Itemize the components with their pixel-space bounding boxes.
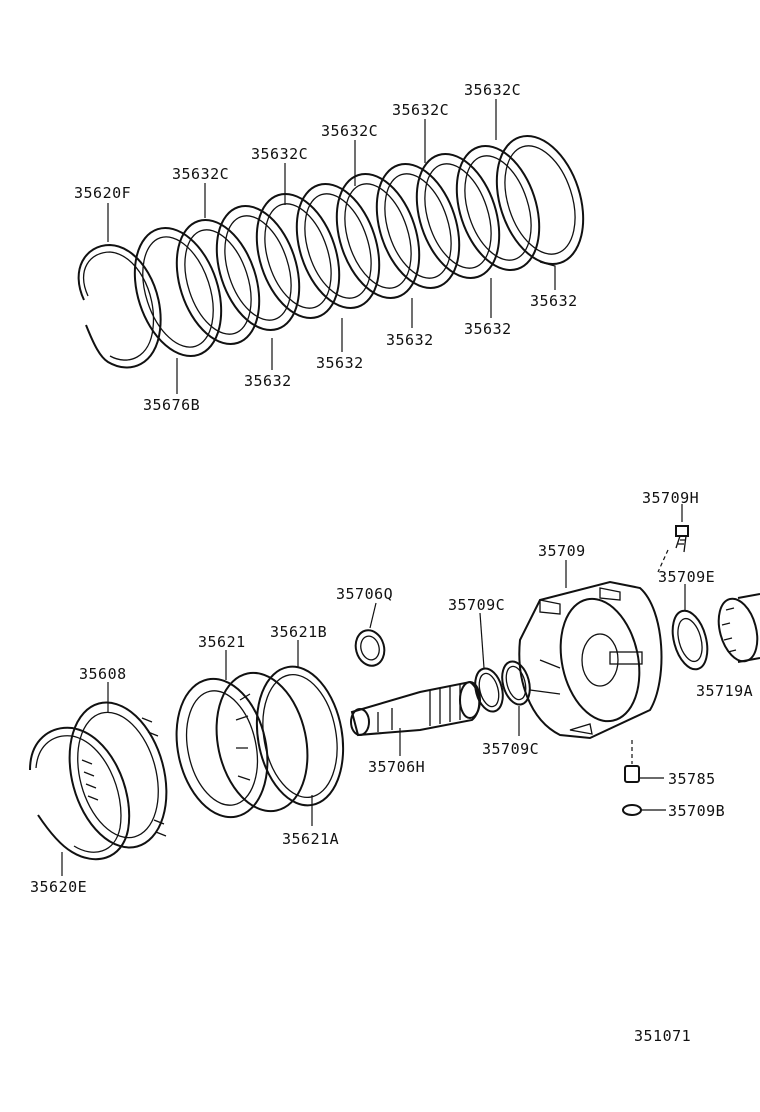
one-way-clutch-35608 <box>68 701 168 849</box>
label-35706H: 35706H <box>368 758 425 776</box>
label-35676B: 35676B <box>143 396 200 414</box>
label-35719A: 35719A <box>696 682 753 700</box>
shaft-35706H <box>350 680 481 737</box>
label-35620F: 35620F <box>74 184 131 202</box>
clutch-pack-group <box>77 135 585 369</box>
label-35632-5: 35632 <box>530 292 578 310</box>
clutch-disc-5 <box>335 173 421 299</box>
pin-35785 <box>624 740 640 783</box>
bottom-leader-lines <box>61 504 686 876</box>
label-35632-3: 35632 <box>386 331 434 349</box>
carrier-35709 <box>518 580 663 740</box>
label-35709B: 35709B <box>668 802 725 820</box>
label-35632C-4: 35632C <box>392 101 449 119</box>
part-labels: 35620F 35632C 35632C 35632C 35632C 35632… <box>30 81 753 1045</box>
seal-rings-35709C <box>474 660 531 713</box>
clutch-disc-1 <box>175 219 261 345</box>
clutch-disc-7 <box>415 153 501 279</box>
label-35621B: 35621B <box>270 623 327 641</box>
snap-ring-35620F <box>77 243 162 369</box>
label-35632C-1: 35632C <box>172 165 229 183</box>
clutch-disc-6 <box>375 163 461 289</box>
label-35709H: 35709H <box>642 489 699 507</box>
hub-35621 <box>175 671 309 819</box>
label-35621: 35621 <box>198 633 246 651</box>
clutch-disc-2 <box>215 205 301 331</box>
label-35709E: 35709E <box>658 568 715 586</box>
top-leader-lines <box>107 99 556 394</box>
clutch-disc-8 <box>455 145 541 271</box>
label-35785: 35785 <box>668 770 716 788</box>
o-ring-35709B <box>622 804 642 816</box>
label-35632-1: 35632 <box>244 372 292 390</box>
diagram-code: 351071 <box>634 1027 691 1045</box>
label-35632C-2: 35632C <box>251 145 308 163</box>
clutch-disc-4 <box>295 183 381 309</box>
washer-35709E <box>671 609 709 671</box>
clutch-disc-3 <box>255 193 341 319</box>
snap-ring-35620E <box>29 726 131 861</box>
label-35620E: 35620E <box>30 878 87 896</box>
label-35706Q: 35706Q <box>336 585 393 603</box>
washer-35706Q <box>354 629 386 667</box>
clutch-disc-9 <box>495 135 585 265</box>
label-35608: 35608 <box>79 665 127 683</box>
label-35709: 35709 <box>538 542 586 560</box>
bolt-35709H <box>657 525 689 573</box>
backing-plate-35676B <box>133 227 223 357</box>
label-35632C-3: 35632C <box>321 122 378 140</box>
label-35632-2: 35632 <box>316 354 364 372</box>
label-35621A: 35621A <box>282 830 339 848</box>
label-35632C-5: 35632C <box>464 81 521 99</box>
gear-35719A <box>717 593 760 663</box>
label-35709C-2: 35709C <box>482 740 539 758</box>
label-35709C-1: 35709C <box>448 596 505 614</box>
label-35632-4: 35632 <box>464 320 512 338</box>
